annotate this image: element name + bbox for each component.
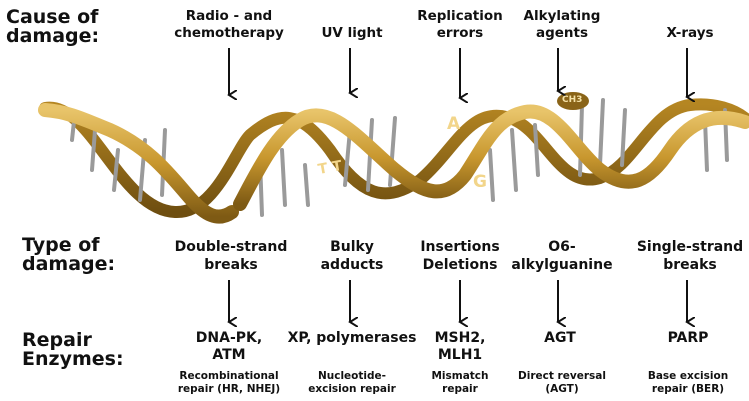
repair-arrows (229, 280, 687, 322)
cause-x-rays: X-rays (615, 25, 749, 42)
enzymes-parp: PARP (608, 330, 749, 347)
guanine-label: G (473, 172, 487, 192)
methyl-label: CH3 (562, 95, 582, 105)
adenine-label: A (447, 114, 460, 134)
pathway-base-excision-repair: Base excision repair (BER) (613, 370, 749, 396)
cause-arrows (229, 48, 687, 98)
type-single-strand-breaks: Single-strand breaks (615, 238, 749, 274)
